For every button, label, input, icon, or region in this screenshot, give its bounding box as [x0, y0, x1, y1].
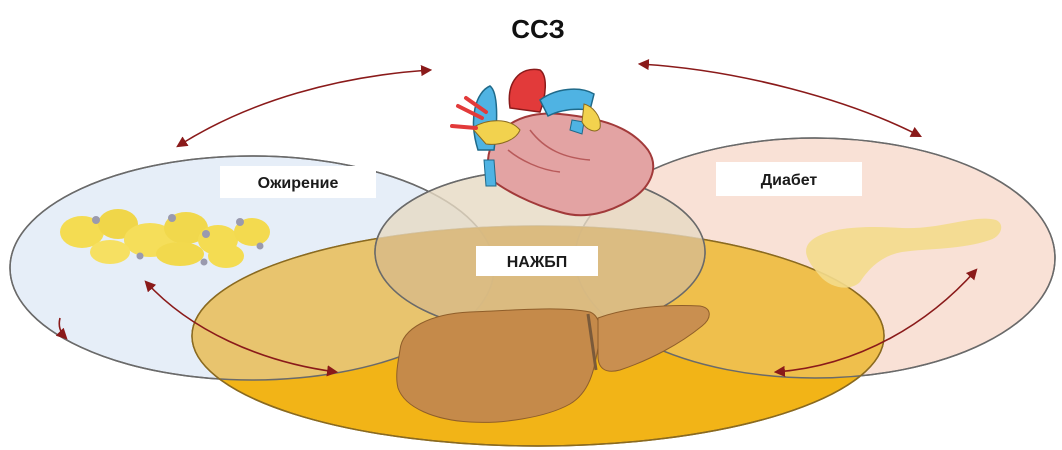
diagram-title: ССЗ: [511, 14, 565, 44]
nafld-label-box: НАЖБП: [476, 246, 598, 276]
arrow-obesity-cvd: [178, 70, 430, 146]
diabetes-label-box: Диабет: [716, 162, 862, 196]
arrow-cvd-diabetes: [640, 64, 920, 136]
obesity-label-box: Ожирение: [220, 166, 376, 198]
obesity-label: Ожирение: [258, 175, 339, 192]
nafld-label: НАЖБП: [507, 254, 568, 271]
diabetes-label: Диабет: [761, 172, 818, 189]
